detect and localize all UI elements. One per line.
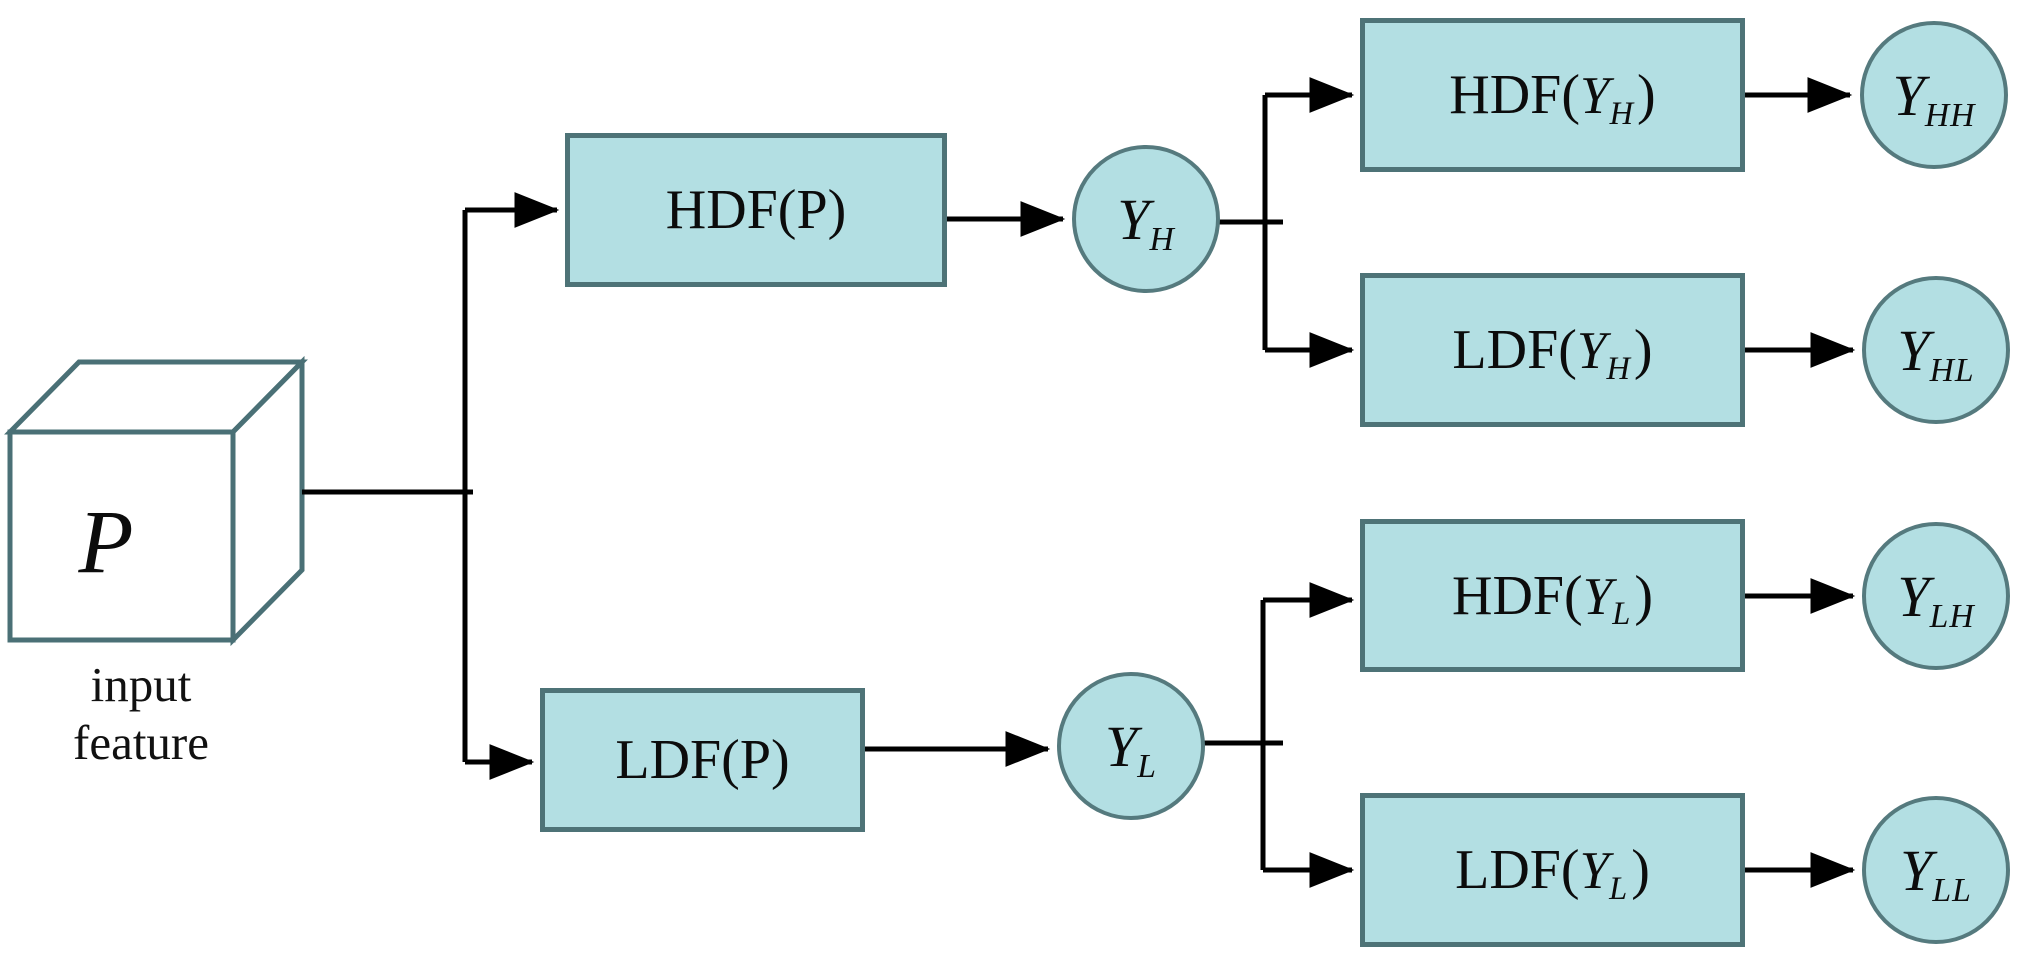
node-y-h-label: YH [1117,186,1175,258]
node-y-ll: YLL [1862,796,2010,944]
node-y-hl-label: YHL [1897,317,1975,389]
input-caption-line2: feature [73,715,209,770]
node-y-ll-label: YLL [1900,837,1972,909]
box-hdf-yh-label: HDF(YH) [1449,64,1656,132]
box-ldf-p-label: LDF(P) [615,729,790,791]
box-ldf-yh: LDF(YH) [1360,273,1745,427]
node-y-hh-label: YHH [1892,62,1976,134]
cube-label-text: P [78,493,134,592]
node-y-hl: YHL [1862,276,2010,424]
box-ldf-yh-label: LDF(YH) [1452,319,1653,387]
box-ldf-yl-label: LDF(YL) [1455,839,1650,907]
box-hdf-yh: HDF(YH) [1360,18,1745,172]
box-hdf-yl-label: HDF(YL) [1452,564,1653,633]
input-caption: input feature [15,656,267,772]
node-y-lh: YLH [1862,522,2010,670]
input-caption-line1: input [90,657,192,712]
node-y-h: YH [1072,145,1220,293]
node-y-hh: YHH [1860,21,2008,169]
box-ldf-p: LDF(P) [540,688,865,832]
box-hdf-p-label: HDF(P) [665,179,847,241]
cube-label: P [0,445,212,640]
input-cube [4,355,308,647]
box-hdf-yl: HDF(YL) [1360,519,1745,672]
node-y-lh-label: YLH [1897,563,1975,635]
node-y-l: YL [1057,672,1205,820]
node-y-l-label: YL [1105,713,1157,785]
cube-front-face [7,429,236,643]
box-ldf-yl: LDF(YL) [1360,793,1745,947]
box-hdf-p: HDF(P) [565,133,947,287]
